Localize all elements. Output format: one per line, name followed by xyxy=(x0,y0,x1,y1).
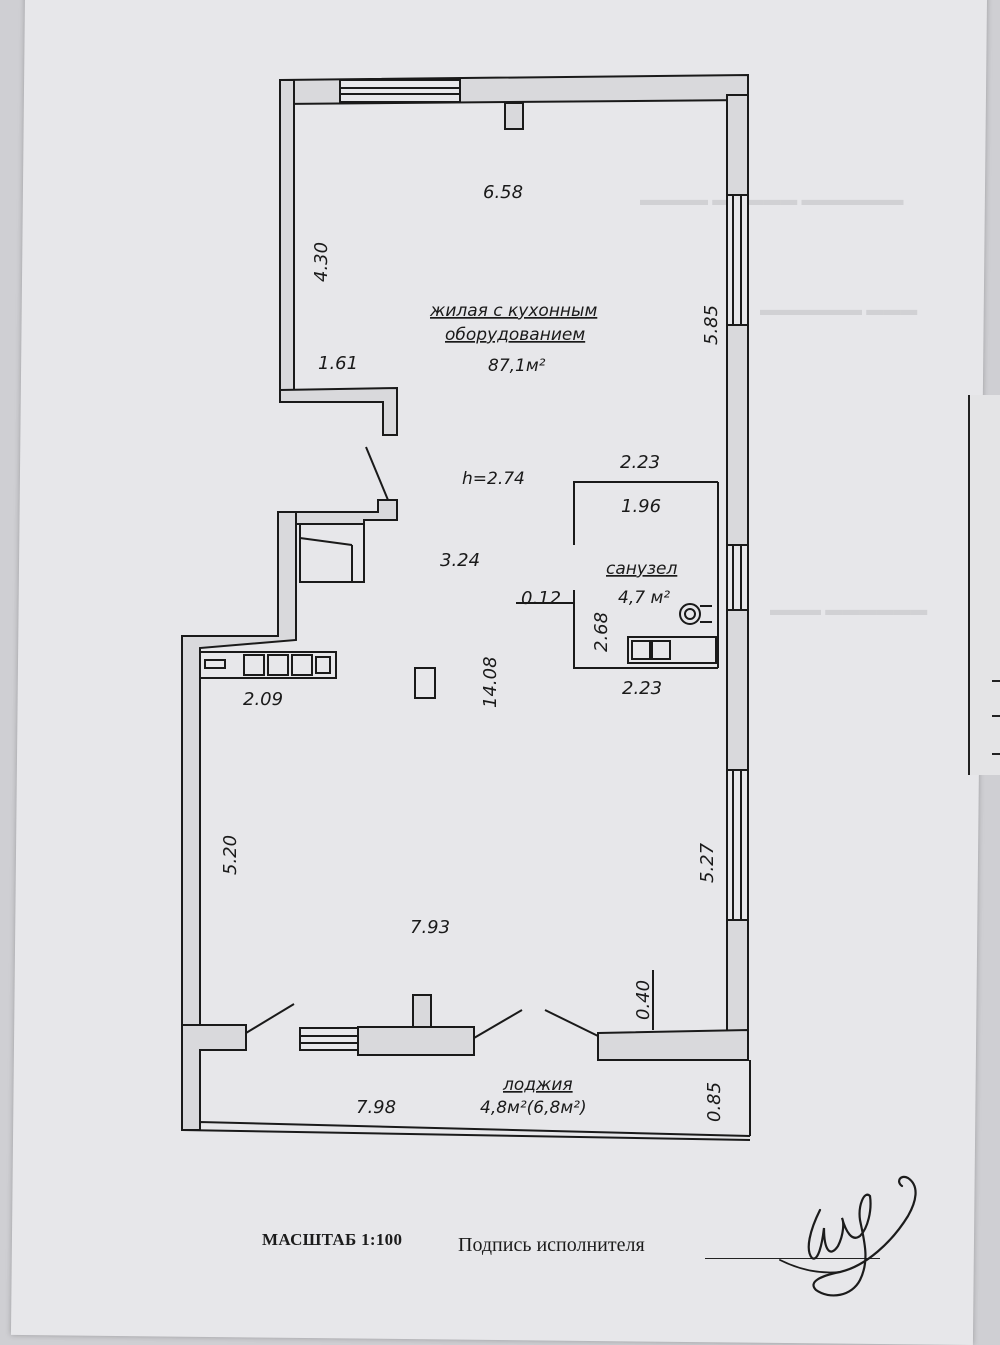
dim-bathroom-top: 2.23 xyxy=(620,452,660,473)
living-room-area: 87,1м² xyxy=(488,356,546,376)
upper-left-wall xyxy=(279,79,398,436)
dim-corridor: 3.24 xyxy=(440,550,480,571)
loggia-outline xyxy=(181,1060,751,1141)
dim-top-width: 6.58 xyxy=(483,182,523,203)
dim-bathroom-offset: 0.12 xyxy=(521,588,561,609)
bathroom-name: санузел xyxy=(606,559,677,579)
dim-left-upper-wall: 4.30 xyxy=(311,242,332,282)
dim-left-lower-wall: 5.20 xyxy=(220,835,241,875)
living-room-name-line1: жилая с кухонным xyxy=(429,301,597,321)
right-wall xyxy=(726,94,749,1061)
bottom-wall xyxy=(181,994,749,1131)
signature-line xyxy=(705,1258,880,1259)
bathroom-area: 4,7 м² xyxy=(618,588,670,608)
show-through-text: ▬▬▬▬ ▬▬▬▬▬ ▬▬▬▬▬▬ xyxy=(640,190,904,209)
bathroom-fixtures xyxy=(627,603,717,664)
living-room-name-line2: оборудованием xyxy=(445,325,585,345)
dim-bottom-width: 7.93 xyxy=(410,917,450,938)
dim-bathroom-depth: 2.68 xyxy=(591,612,612,652)
dim-loggia-width: 7.98 xyxy=(356,1097,396,1118)
show-through-text: ▬▬▬ ▬▬▬▬▬▬ xyxy=(770,600,928,619)
shaft-niche xyxy=(291,499,398,583)
loggia-area: 4,8м²(6,8м²) xyxy=(480,1098,587,1118)
signature-label: Подпись исполнителя xyxy=(458,1234,645,1256)
ceiling-height: h=2.74 xyxy=(462,469,525,489)
dim-right-lower-wall: 5.27 xyxy=(697,842,718,883)
scale-label: МАСШТАБ 1:100 xyxy=(262,1230,403,1249)
lower-left-wall xyxy=(181,511,297,1031)
loggia-name: лоджия xyxy=(502,1075,573,1095)
dim-kitchen-run: 2.09 xyxy=(243,689,283,710)
adjacent-page-edge xyxy=(968,395,1000,775)
top-wall xyxy=(279,73,749,130)
show-through-text: ▬▬▬▬▬▬ ▬▬▬ xyxy=(760,300,918,319)
handwritten-signature xyxy=(779,1175,917,1297)
dim-loggia-depth: 0.85 xyxy=(704,1082,725,1122)
dim-pier-width: 0.40 xyxy=(633,980,654,1020)
kitchen-counter xyxy=(199,651,337,679)
bathroom-walls xyxy=(573,481,719,669)
dim-ledge-width: 1.61 xyxy=(318,353,358,374)
dim-bathroom-inner: 1.96 xyxy=(621,496,661,517)
dim-bathroom-bottom: 2.23 xyxy=(622,678,662,699)
dim-right-upper-wall: 5.85 xyxy=(701,305,722,345)
column xyxy=(414,667,436,699)
dim-total-length: 14.08 xyxy=(480,656,501,708)
